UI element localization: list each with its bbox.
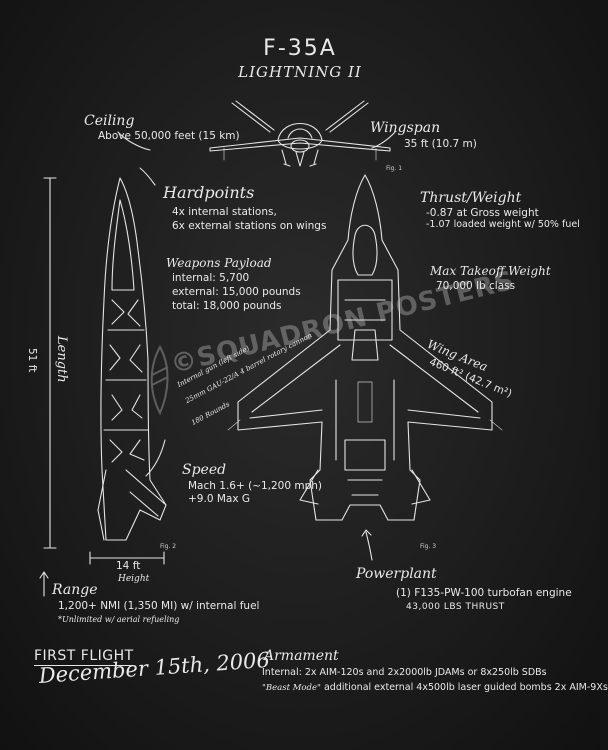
max-takeoff-label: Max Takeoff Weight	[430, 264, 551, 278]
thrust-weight-label: Thrust/Weight	[420, 190, 522, 206]
watermark	[140, 344, 180, 419]
powerplant-label: Powerplant	[356, 566, 437, 582]
weapons-payload-total: total: 18,000 pounds	[172, 300, 282, 312]
powerplant-line2: 43,000 LBS THRUST	[406, 602, 505, 612]
wingspan-label: Wingspan	[370, 120, 441, 136]
fig1-label: Fig. 1	[386, 165, 402, 172]
hardpoints-label: Hardpoints	[163, 183, 255, 202]
ceiling-value: Above 50,000 feet (15 km)	[98, 130, 240, 142]
armament-label: Armament	[264, 648, 339, 664]
fig3-label: Fig. 3	[420, 543, 436, 550]
speed-line2: +9.0 Max G	[188, 493, 251, 505]
hardpoints-line1: 4x internal stations,	[172, 206, 277, 218]
squadron-logo-icon	[150, 344, 169, 416]
length-value: 51 ft	[26, 348, 38, 373]
height-label: Height	[118, 574, 150, 584]
range-line1: 1,200+ NMI (1,350 MI) w/ internal fuel	[58, 600, 260, 612]
thrust-weight-line1: -0.87 at Gross weight	[426, 207, 539, 219]
side-view-drawing	[43, 177, 167, 565]
range-label: Range	[52, 582, 98, 598]
powerplant-line1: (1) F135-PW-100 turbofan engine	[396, 587, 572, 599]
weapons-payload-external: external: 15,000 pounds	[172, 286, 301, 298]
wingspan-value: 35 ft (10.7 m)	[404, 138, 477, 150]
armament-line2: additional external 4x500lb laser guided…	[323, 682, 608, 693]
weapons-payload-internal: internal: 5,700	[172, 272, 250, 284]
poster-subtitle: LIGHTNING II	[238, 63, 362, 81]
ceiling-label: Ceiling	[84, 113, 135, 129]
length-label: Length	[54, 336, 69, 383]
poster-title: F-35A	[263, 36, 337, 61]
max-takeoff-value: 70,000 lb class	[436, 280, 516, 292]
armament-line1: Internal: 2x AIM-120s and 2x2000lb JDAMs…	[262, 667, 547, 678]
thrust-weight-line2: -1.07 loaded weight w/ 50% fuel	[426, 219, 580, 230]
speed-label: Speed	[182, 462, 227, 478]
armament-line2-wrap: "Beast Mode" additional external 4x500lb…	[262, 682, 608, 694]
height-value: 14 ft	[116, 560, 141, 572]
first-flight-label: FIRST FLIGHT	[34, 648, 134, 667]
armament-line2-prefix: "Beast Mode"	[262, 683, 321, 693]
front-view-drawing	[209, 100, 391, 167]
hardpoints-line2: 6x external stations on wings	[172, 220, 327, 232]
weapons-payload-label: Weapons Payload	[166, 256, 272, 270]
fig2-label: Fig. 2	[160, 543, 176, 550]
top-view-drawing	[227, 174, 503, 521]
range-line2: *Unlimited w/ aerial refueling	[58, 615, 180, 624]
annotation-arrows	[39, 131, 396, 597]
speed-line1: Mach 1.6+ (~1,200 mph)	[188, 480, 323, 492]
